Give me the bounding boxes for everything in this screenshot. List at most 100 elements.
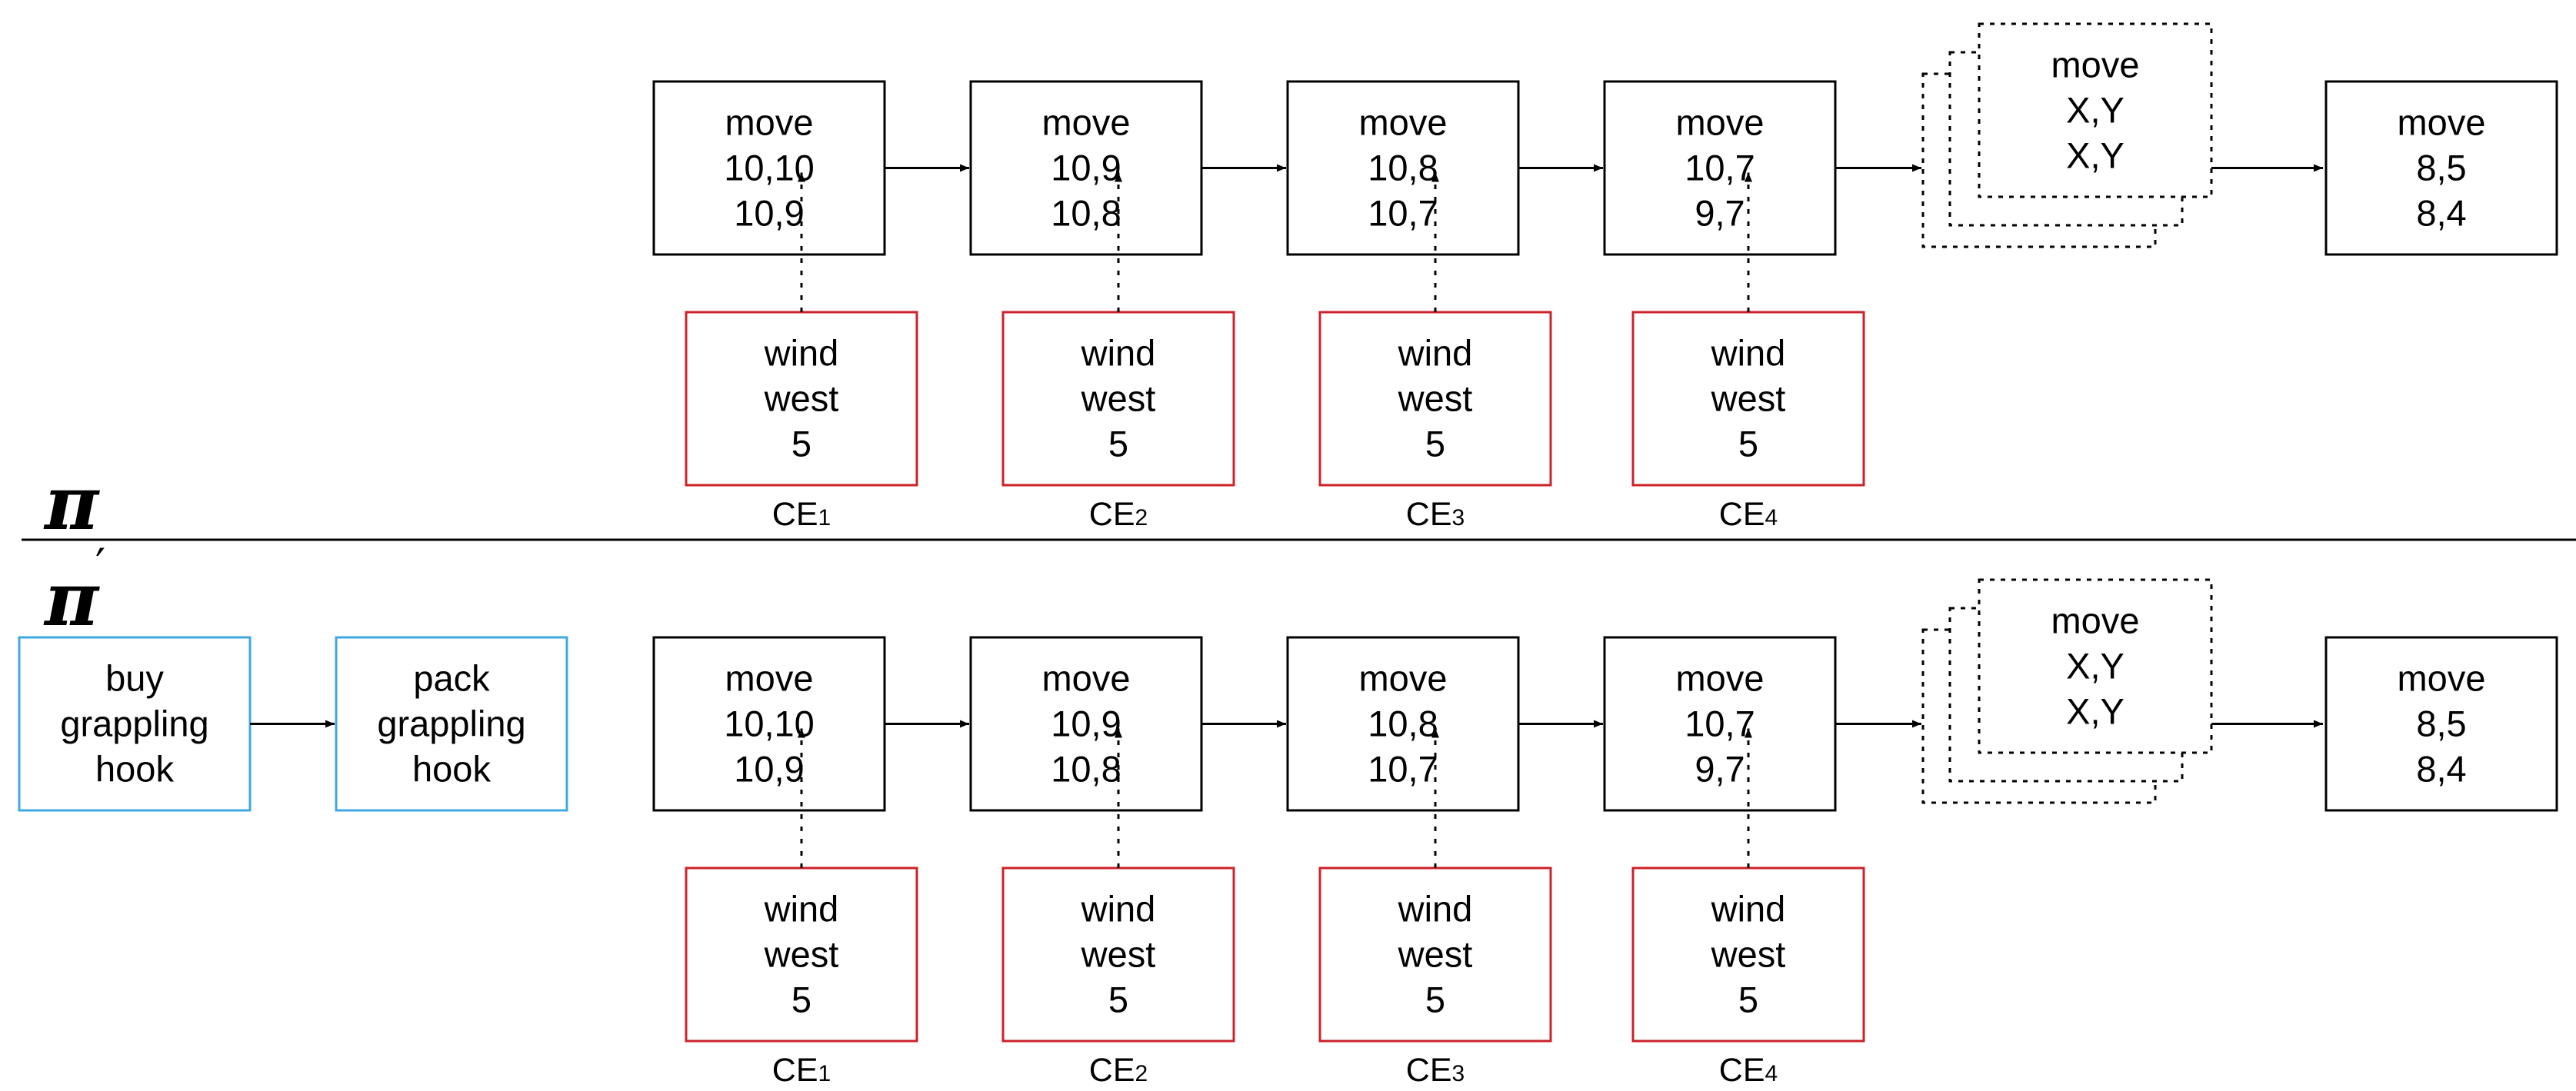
- policy-2-ce-box-3-line-2: west: [1398, 934, 1473, 975]
- policy-2-prep-action-1-frame: [18, 636, 252, 812]
- policy-1-move-box-1-frame: [652, 80, 886, 256]
- policy-1-move-box-1-line-3: 10,9: [734, 193, 804, 234]
- policy-1-pi-symbol: π: [43, 460, 100, 547]
- policy-1-ce-box-4-frame: [1631, 311, 1865, 487]
- policy-2-move-box-1-line-1: move: [725, 658, 814, 699]
- policy-1-move-box-4-line-1: move: [1676, 102, 1765, 143]
- policy-1-ce-box-3-frame: [1318, 311, 1552, 487]
- policy-2-move-box-1-line-2: 10,10: [724, 703, 815, 744]
- policy-1-move-box-3-line-3: 10,7: [1368, 193, 1438, 234]
- policy-2-generic-move-box-line-1: move: [2051, 600, 2140, 641]
- policy-2-ce-box-4-line-3: 5: [1738, 980, 1758, 1020]
- policy-1-ce-subscript-1: 1: [818, 505, 831, 531]
- policy-2-ce-box-4-line-2: west: [1711, 934, 1786, 975]
- policy-2-prime-mark: ′: [95, 539, 105, 591]
- policy-1-move-box-1: move 10,10 10,9: [652, 80, 886, 256]
- policy-2-ce-label-2: CE2: [1089, 1052, 1148, 1089]
- policy-1-move-box-4-line-3: 9,7: [1695, 193, 1745, 234]
- policy-2-move-box-4-line-2: 10,7: [1685, 703, 1755, 744]
- policy-2-ce-label-1: CE1: [772, 1052, 831, 1089]
- policy-2-move-box-2-frame: [969, 636, 1203, 812]
- policy-1-move-box-3-line-1: move: [1359, 102, 1448, 143]
- policy-1-move-box-3-frame: [1286, 80, 1520, 256]
- policy-1-move-box-1-line-1: move: [725, 102, 814, 143]
- policy-1-ce-box-1-line-3: 5: [791, 424, 811, 464]
- policy-2-move-box-4-line-3: 9,7: [1695, 749, 1745, 790]
- policy-1-final-move-box-line-1: move: [2398, 102, 2486, 143]
- policy-1-ce-box-1-line-2: west: [764, 378, 839, 419]
- policy-1-ce-box-3-line-3: 5: [1425, 424, 1445, 464]
- policy-2-ce-box-3-line-1: wind: [1398, 889, 1473, 930]
- policy-2-ce-box-4-frame: [1631, 866, 1865, 1043]
- policy-2-ce-box-1-frame: [685, 866, 918, 1043]
- policy-2-generic-move-box-frame: [1978, 578, 2213, 754]
- policy-2-move-box-3-frame: [1286, 636, 1520, 812]
- policy-2-generic-move-box-line-2: X,Y: [2066, 646, 2124, 687]
- policy-2-prep-action-2-line-2: grappling: [377, 703, 525, 744]
- policy-1-final-move-box-line-2: 8,5: [2416, 148, 2466, 188]
- policy-2-move-box-2-line-2: 10,9: [1051, 703, 1121, 744]
- policy-1-move-box-2-line-3: 10,8: [1051, 193, 1121, 234]
- policy-1-ce-box-3-line-1: wind: [1398, 333, 1473, 374]
- policy-2-move-box-2-line-3: 10,8: [1051, 749, 1121, 790]
- policy-1-ce-box-3-line-2: west: [1398, 378, 1473, 419]
- policy-1-generic-move-box-frame: [1978, 22, 2213, 198]
- policy-1-ce-box-2-line-2: west: [1081, 378, 1156, 419]
- policy-1-ce-box-1-line-1: wind: [764, 333, 839, 374]
- policy-2-ce-box-2-line-2: west: [1081, 934, 1156, 975]
- policy-2-ce-box-2-line-3: 5: [1108, 980, 1128, 1020]
- policy-2-ce-subscript-4: 4: [1765, 1061, 1778, 1086]
- policy-1-ce-box-4-line-3: 5: [1738, 424, 1758, 464]
- policy-2-final-move-box-line-1: move: [2398, 658, 2486, 699]
- policy-2-ce-box-4-line-1: wind: [1711, 889, 1786, 930]
- policy-2-prep-action-2-line-3: hook: [412, 749, 491, 790]
- policy-2-ce-box-1-line-1: wind: [764, 889, 839, 930]
- policy-1-ce-label-1: CE1: [772, 496, 831, 533]
- policy-2-move-box-1-frame: [652, 636, 886, 812]
- policy-2-ce-box-3-frame: [1318, 866, 1552, 1043]
- policy-2-ce-subscript-1: 1: [818, 1061, 831, 1086]
- policy-2-move-box-2-line-1: move: [1042, 658, 1131, 699]
- policy-1-move-box-2-frame: [969, 80, 1203, 256]
- policy-2-move-box-3-line-1: move: [1359, 658, 1448, 699]
- policy-2-final-move-box-line-3: 8,4: [2416, 749, 2466, 790]
- policy-1-final-move-box-frame: [2324, 80, 2558, 256]
- policy-1-ce-subscript-2: 2: [1135, 505, 1148, 531]
- policy-2-move-box-4-frame: [1603, 636, 1837, 812]
- policy-2-final-move-box-line-2: 8,5: [2416, 703, 2466, 744]
- policy-1-ce-box-2-line-3: 5: [1108, 424, 1128, 464]
- policy-2-ce-label-3: CE3: [1406, 1052, 1465, 1089]
- policy-2-ce-subscript-2: 2: [1135, 1061, 1148, 1086]
- policy-1-ce-label-2: CE2: [1089, 496, 1148, 533]
- policy-1-move-box-1-line-2: 10,10: [724, 148, 815, 188]
- policy-1-ce-label-4: CE4: [1719, 496, 1778, 533]
- policy-1-ce-box-1-frame: [685, 311, 918, 487]
- policy-2-prep-action-1-line-3: hook: [95, 749, 174, 790]
- policy-2-ce-box-2-frame: [1001, 866, 1235, 1043]
- policy-1-move-box-4-line-2: 10,7: [1685, 148, 1755, 188]
- policy-1-move-box-4: move 10,7 9,7: [1603, 80, 1837, 256]
- policy-2-prep-action-1-line-2: grappling: [60, 703, 208, 744]
- policy-2-ce-box-2-line-1: wind: [1081, 889, 1156, 930]
- policy-2-move-box-1-line-3: 10,9: [734, 749, 804, 790]
- policy-1-ce-subscript-3: 3: [1452, 505, 1465, 531]
- policy-1-generic-move-box-line-2: X,Y: [2066, 90, 2124, 131]
- policy-2-final-move-box-frame: [2324, 636, 2558, 812]
- policy-2-prep-action-2-frame: [335, 636, 568, 812]
